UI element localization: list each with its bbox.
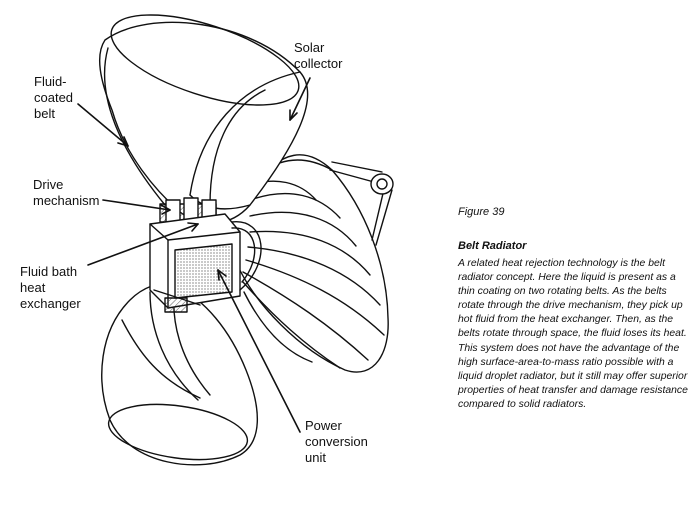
figure-caption: Figure 39 Belt Radiator A related heat r… [458,206,690,412]
solar-collector-dish [228,154,389,373]
upper-belt [99,14,309,224]
label-fluid-bath-heat-exchanger: Fluid bath heat exchanger [20,264,81,311]
figure-title: Belt Radiator [458,240,527,252]
leader-lines [77,77,311,433]
label-fluid-coated-belt: Fluid- coated belt [34,74,74,121]
label-solar-collector: Solar collector [294,40,343,71]
fluid-bath-heat-exchanger [149,213,241,313]
label-power-conversion-unit: Power conversion unit [305,418,368,465]
collector-support [329,161,394,246]
power-conversion-unit [231,221,262,291]
label-drive-mechanism: Drive mechanism [33,177,100,208]
figure-number: Figure 39 [458,206,505,218]
figure-description: A related heat rejection technology is t… [458,258,688,410]
